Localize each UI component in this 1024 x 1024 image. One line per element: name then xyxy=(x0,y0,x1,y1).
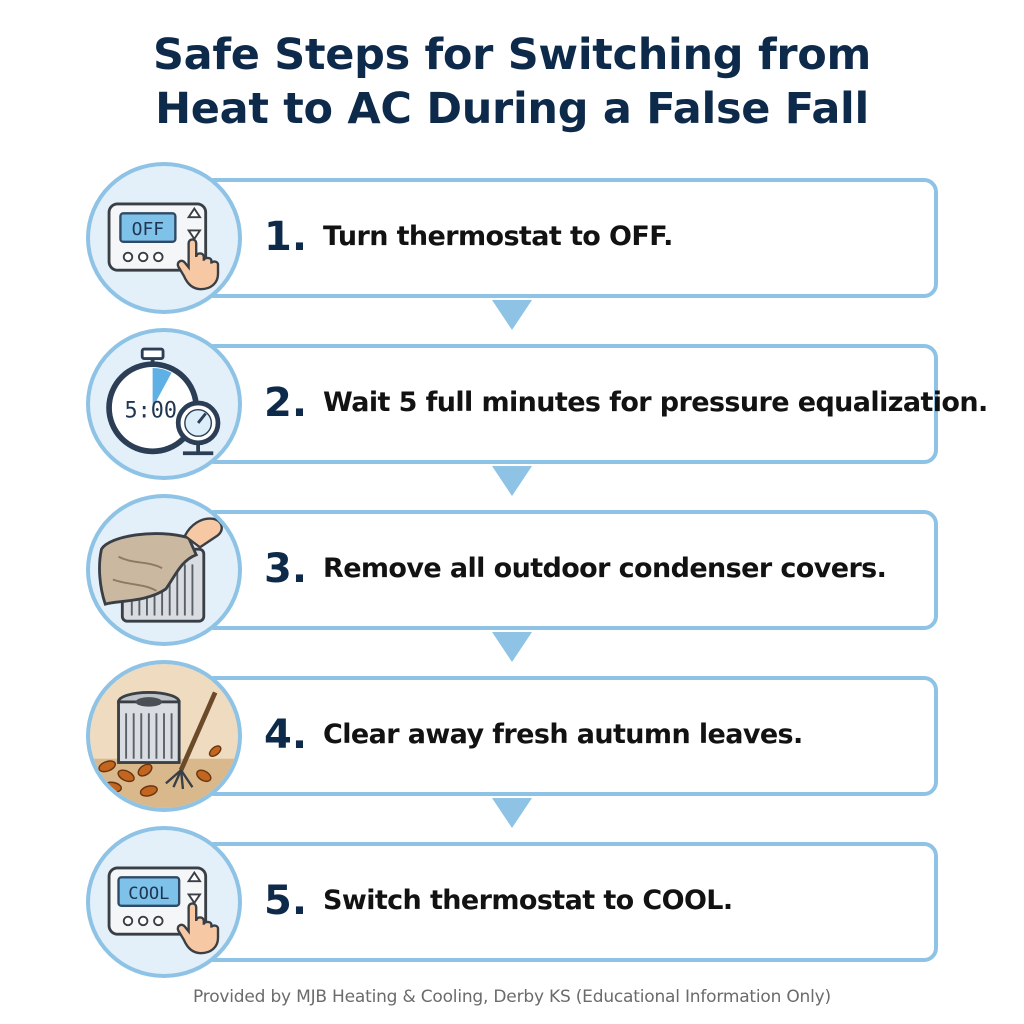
step-number: 3. xyxy=(264,546,308,592)
svg-text:COOL: COOL xyxy=(128,884,169,904)
step-text: Switch thermostat to COOL. xyxy=(323,885,733,916)
step-text: Turn thermostat to OFF. xyxy=(323,221,673,252)
condenser-cover-icon xyxy=(86,494,242,646)
step-text: Clear away fresh autumn leaves. xyxy=(323,719,803,750)
title-line-2: Heat to AC During a False Fall xyxy=(155,84,869,134)
step-card xyxy=(200,842,938,962)
title-line-1: Safe Steps for Switching from xyxy=(152,30,872,80)
step-1: OFF 1. Turn thermostat to OFF. xyxy=(0,158,1024,314)
step-number: 1. xyxy=(264,214,308,260)
down-arrow-icon xyxy=(490,464,534,500)
step-number: 4. xyxy=(264,712,308,758)
stopwatch-gauge-icon: 5:00 xyxy=(86,328,242,480)
leaves-rake-icon xyxy=(86,660,242,812)
step-text: Remove all outdoor condenser covers. xyxy=(323,553,887,584)
thermostat-off-icon: OFF xyxy=(86,162,242,314)
thermostat-cool-icon: COOL xyxy=(86,826,242,978)
page-title: Safe Steps for Switching from Heat to AC… xyxy=(0,28,1024,136)
step-card xyxy=(200,344,938,464)
step-text: Wait 5 full minutes for pressure equaliz… xyxy=(323,387,988,418)
down-arrow-icon xyxy=(490,796,534,832)
down-arrow-icon xyxy=(490,298,534,334)
step-card xyxy=(200,178,938,298)
step-5: COOL 5. Switch thermostat to COOL. xyxy=(0,822,1024,978)
step-3: 3. Remove all outdoor condenser covers. xyxy=(0,490,1024,646)
step-card xyxy=(200,510,938,630)
step-card xyxy=(200,676,938,796)
footer-credit: Provided by MJB Heating & Cooling, Derby… xyxy=(193,987,831,1007)
step-number: 2. xyxy=(264,380,308,426)
svg-text:5:00: 5:00 xyxy=(125,398,177,423)
step-4: 4. Clear away fresh autumn leaves. xyxy=(0,656,1024,812)
down-arrow-icon xyxy=(490,630,534,666)
step-2: 5:00 2. Wait 5 full minutes for pressure… xyxy=(0,324,1024,480)
svg-text:OFF: OFF xyxy=(132,219,165,240)
step-number: 5. xyxy=(264,878,308,924)
